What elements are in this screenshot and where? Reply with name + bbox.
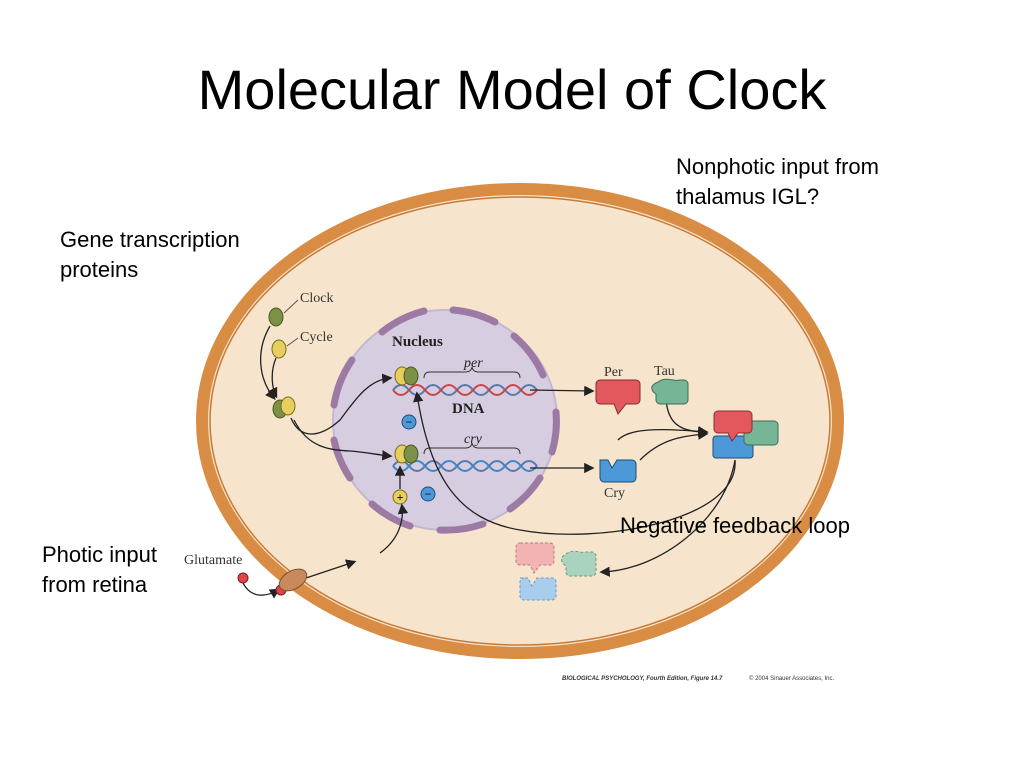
per-protein-label: Per	[604, 365, 623, 380]
gene-transcription-callout: Gene transcription proteins	[60, 227, 240, 282]
minus-marker-per: −	[401, 414, 417, 430]
per-gene-brace	[423, 366, 521, 379]
photic-input-callout: Photic input from retina	[42, 542, 157, 597]
svg-text:+: +	[397, 490, 404, 504]
arrow-per-mrna-out	[529, 385, 595, 397]
degraded-proteins	[515, 542, 597, 601]
dna-label: DNA	[452, 401, 485, 417]
clock-protein	[268, 307, 284, 327]
negative-feedback-callout: Negative feedback loop	[620, 513, 850, 538]
arrow-cry-to-complex	[639, 429, 709, 461]
clock-cycle-dimer-cry	[394, 444, 419, 464]
cry-gene-label: cry	[464, 432, 483, 447]
glutamate-label: Glutamate	[184, 553, 242, 568]
arrow-dimer-to-cry	[293, 419, 393, 461]
clock-leader	[283, 299, 299, 314]
cycle-leader	[286, 337, 299, 347]
nuclear-pores	[330, 306, 560, 534]
clock-label: Clock	[300, 291, 333, 306]
per-protein	[595, 379, 641, 415]
figure-credit-source: BIOLOGICAL PSYCHOLOGY, Fourth Edition, F…	[562, 676, 723, 682]
svg-text:−: −	[406, 415, 413, 429]
arrow-degradation	[599, 459, 736, 577]
arrow-cycle-to-dimer	[267, 357, 278, 399]
nucleus-label: Nucleus	[392, 334, 443, 350]
plus-marker: +	[392, 489, 408, 505]
glutamate-molecule	[237, 572, 249, 584]
cry-gene-brace	[423, 442, 521, 455]
cell-membrane-inner	[209, 196, 831, 646]
cry-protein	[599, 459, 637, 483]
arrow-glutamate	[242, 582, 281, 599]
cycle-protein	[271, 339, 287, 359]
slide-title: Molecular Model of Clock	[197, 58, 827, 121]
per-gene-label: per	[463, 356, 483, 371]
arrow-feedback	[413, 391, 736, 535]
per-tau-cry-complex	[712, 410, 779, 459]
svg-text:−: −	[425, 487, 432, 501]
minus-marker-cry: −	[420, 486, 436, 502]
cycle-label: Cycle	[300, 330, 333, 345]
arrow-receptor-to-nucleus	[305, 559, 357, 579]
figure-credit-copyright: © 2004 Sinauer Associates, Inc.	[749, 675, 834, 682]
dna-helix-cry	[392, 460, 538, 472]
tau-protein-label: Tau	[654, 364, 675, 379]
arrow-photic-plus	[379, 503, 409, 554]
tau-protein	[651, 378, 689, 405]
nonphotic-input-callout: Nonphotic input from thalamus IGL?	[676, 154, 879, 209]
clock-cycle-dimer-cytoplasm	[272, 396, 296, 419]
cry-protein-label: Cry	[604, 486, 625, 501]
glutamate-receptor	[278, 568, 308, 592]
clock-cycle-dimer-per	[394, 366, 419, 386]
nucleus: Nucleus	[330, 306, 560, 534]
